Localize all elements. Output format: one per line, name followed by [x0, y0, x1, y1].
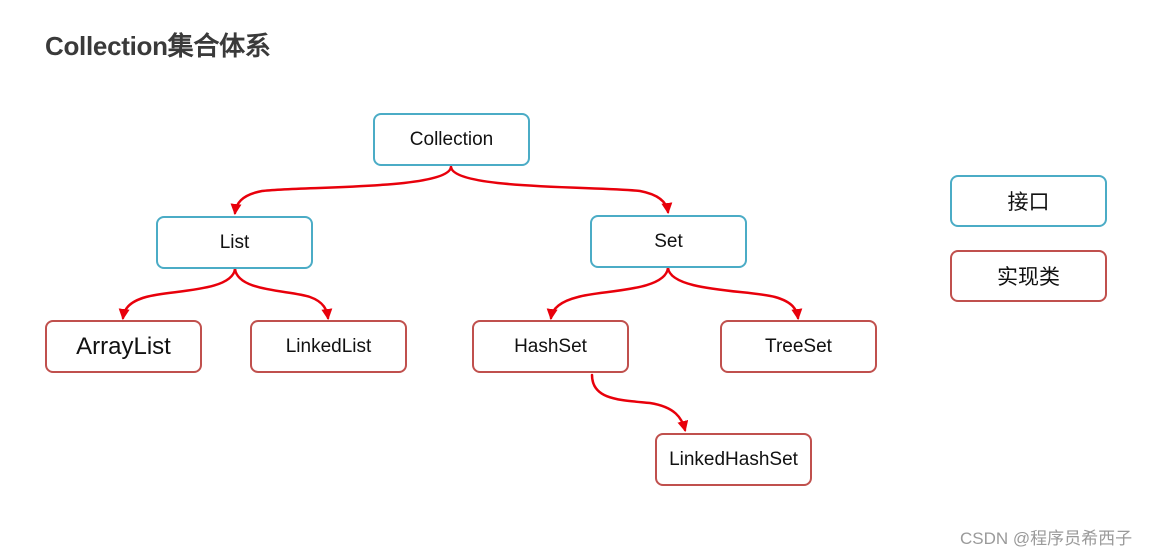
arrow-hashset-to-linkedhashset [590, 373, 689, 432]
node-collection: Collection [373, 113, 530, 166]
node-linkedlist: LinkedList [250, 320, 407, 373]
legend-interface: 接口 [950, 175, 1107, 227]
arrow-collection-to-set [449, 165, 673, 214]
node-arraylist: ArrayList [45, 320, 202, 373]
arrow-set-to-hashset [546, 266, 670, 320]
arrow-list-to-linkedlist [233, 267, 333, 320]
arrow-set-to-treeset [666, 266, 803, 320]
node-hashset: HashSet [472, 320, 629, 373]
arrow-collection-to-list [230, 165, 453, 215]
node-linkedhashset: LinkedHashSet [655, 433, 812, 486]
legend-implementation: 实现类 [950, 250, 1107, 302]
watermark: CSDN @程序员希西子 [960, 529, 1133, 548]
page-title: Collection集合体系 [45, 31, 271, 61]
node-list: List [156, 216, 313, 269]
arrow-list-to-arraylist [118, 267, 237, 320]
node-treeset: TreeSet [720, 320, 877, 373]
node-set: Set [590, 215, 747, 268]
